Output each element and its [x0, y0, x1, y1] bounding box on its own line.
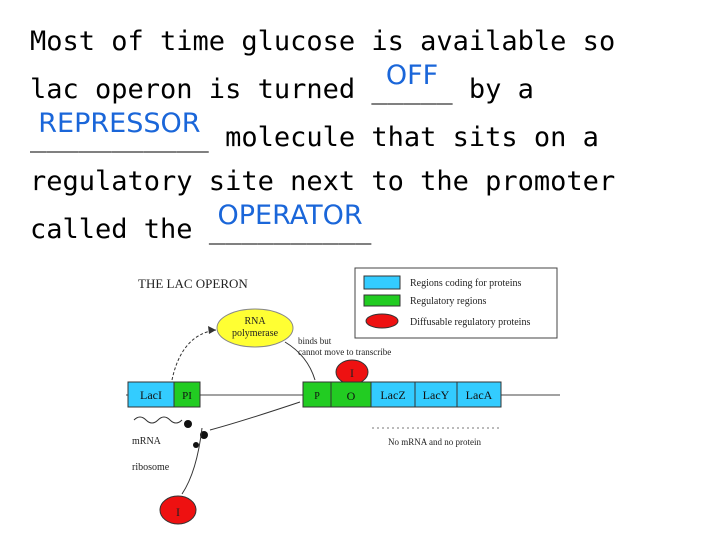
- rna-polymerase-label-2: polymerase: [232, 328, 279, 339]
- ribosome-dot-1: [184, 420, 192, 428]
- gene-pi-label: PI: [182, 390, 192, 402]
- lac-operon-svg: THE LAC OPERON Regions coding for protei…: [126, 267, 560, 525]
- answer-repressor: REPRESSOR: [38, 108, 201, 139]
- polymerase-arrowhead: [208, 326, 216, 334]
- gene-lacy: [414, 381, 458, 408]
- mrna-label: mRNA: [132, 436, 162, 447]
- binds-text-1: binds but: [298, 336, 332, 346]
- legend-swatch-regulatory: [363, 294, 401, 307]
- gene-p-label: P: [314, 391, 320, 402]
- repressor-travel-arrow: [209, 401, 301, 431]
- legend-label-regulatory: Regulatory regions: [410, 296, 486, 307]
- free-repressor-label: I: [176, 505, 180, 519]
- line-5-prefix: called the: [30, 214, 209, 245]
- repressor-label: I: [350, 366, 354, 380]
- bind-arrow: [284, 341, 316, 381]
- answer-operator: OPERATOR: [217, 200, 363, 231]
- mrna-wave: [133, 416, 183, 424]
- blank-operator: __________OPERATOR: [208, 200, 372, 245]
- translate-arrow: [181, 427, 203, 495]
- gene-laca: [456, 381, 502, 408]
- gene-laca-label: LacA: [466, 388, 493, 402]
- legend-label-coding: Regions coding for proteins: [410, 278, 521, 289]
- line-2-prefix: lac operon is turned: [30, 74, 372, 105]
- legend-swatch-diffusable: [365, 313, 399, 329]
- no-mrna-text: No mRNA and no protein: [388, 437, 481, 447]
- rna-polymerase-label-1: RNA: [244, 316, 266, 327]
- ribosome-dot-3: [193, 442, 199, 448]
- answer-off: OFF: [385, 60, 439, 91]
- legend-swatch-coding: [363, 275, 401, 290]
- rna-polymerase-shape: [216, 308, 294, 348]
- text-line-2: lac operon is turned _____OFF by a: [30, 60, 534, 106]
- gene-lacy-label: LacY: [423, 388, 450, 402]
- ribosome-label: ribosome: [132, 462, 170, 473]
- gene-laci: [127, 381, 175, 408]
- text-line-5: called the __________OPERATOR: [30, 200, 372, 246]
- gene-lacz-label: LacZ: [380, 388, 405, 402]
- text-line-4: regulatory site next to the promoter: [30, 166, 616, 197]
- legend-label-diffusable: Diffusable regulatory proteins: [410, 317, 530, 328]
- gene-laci-label: LacI: [140, 388, 162, 402]
- blank-off: _____OFF: [371, 60, 453, 105]
- text-line-3: ___________REPRESSOR molecule that sits …: [30, 108, 599, 154]
- ribosome-dot-2: [200, 431, 208, 439]
- gene-pi: [173, 381, 201, 408]
- line-3-suffix: molecule that sits on a: [208, 122, 599, 153]
- text-line-1: Most of time glucose is available so: [30, 26, 616, 57]
- lac-operon-diagram: THE LAC OPERON Regions coding for protei…: [120, 262, 564, 538]
- line-2-suffix: by a: [452, 74, 534, 105]
- blank-repressor: ___________REPRESSOR: [30, 108, 209, 153]
- gene-o-label: O: [347, 389, 356, 403]
- polymerase-arrow: [171, 329, 217, 381]
- binds-text-2: cannot move to transcribe: [298, 347, 391, 357]
- gene-lacz: [370, 381, 416, 408]
- diagram-title: THE LAC OPERON: [138, 276, 248, 291]
- free-repressor: [159, 495, 197, 525]
